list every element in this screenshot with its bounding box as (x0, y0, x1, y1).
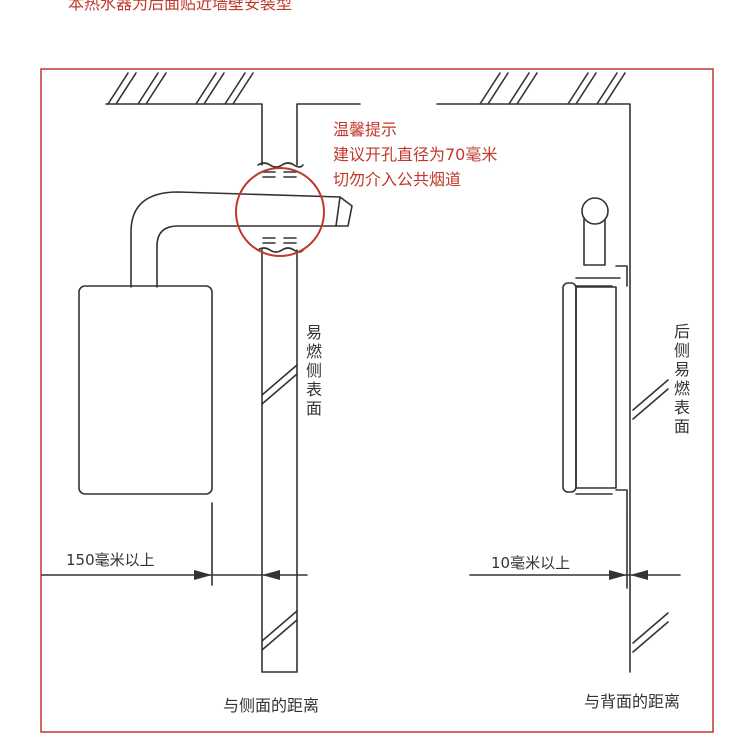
heater-side-body (575, 286, 617, 489)
page-title: 本热水器为后面贴近墙壁安装型 (68, 0, 293, 13)
arrow-left-left (262, 570, 280, 580)
highlight-circle (235, 167, 325, 257)
ceiling-right (436, 103, 631, 673)
wall-brackets (615, 265, 628, 516)
flue-pipe (130, 191, 353, 288)
arrow-left-right (630, 570, 648, 580)
arrow-right-right (609, 570, 627, 580)
back-wall-label: 后侧易燃表面 (673, 322, 690, 436)
heater-front-panel (562, 282, 577, 493)
ceiling-left (105, 103, 361, 166)
tip-line-2: 切勿介入公共烟道 (333, 170, 462, 189)
back-distance-label: 10毫米以上 (491, 554, 571, 572)
top-bracket (575, 277, 621, 287)
side-wall (261, 249, 298, 673)
water-heater-body (78, 285, 213, 495)
arrow-right-left (194, 570, 212, 580)
flue-pipe-top (581, 197, 609, 225)
flue-pipe-end (335, 196, 341, 227)
tip-heading: 温馨提示 (333, 120, 398, 139)
side-wall-label: 易燃侧表面 (305, 323, 322, 418)
wall-hatch (261, 364, 298, 651)
back-caption: 与背面的距离 (584, 692, 681, 711)
back-wall-hatch (632, 379, 669, 653)
ceiling-hatch-left (107, 72, 254, 105)
tip-line-1: 建议开孔直径为70毫米 (333, 145, 498, 164)
side-distance-label: 150毫米以上 (66, 551, 155, 569)
ceiling-hatch-right (479, 72, 626, 105)
diagram-frame (40, 68, 714, 733)
wall-break-marks (257, 162, 304, 253)
side-caption: 与侧面的距离 (223, 696, 320, 715)
flue-pipe-vertical (583, 217, 606, 266)
